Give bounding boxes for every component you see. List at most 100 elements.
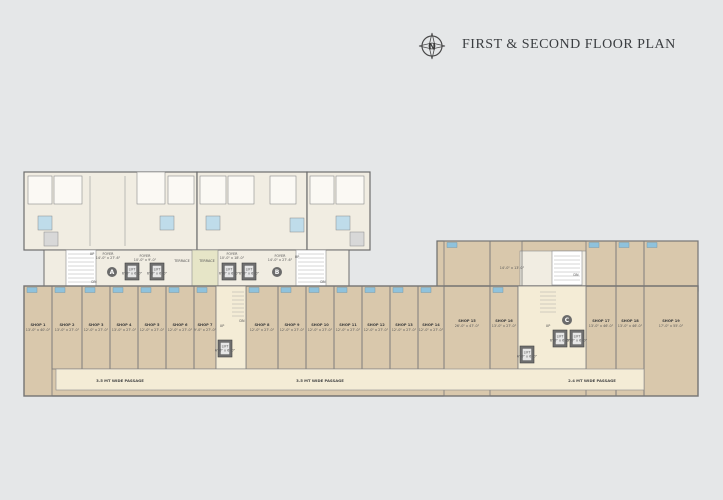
shop-size: 13'-0" x 46'-0" xyxy=(589,324,614,328)
core-letter: A xyxy=(110,269,115,276)
stair-dn-label: DN xyxy=(573,273,579,277)
stair-up-label: UP xyxy=(295,255,300,259)
page-title: FIRST & SECOND FLOOR PLAN xyxy=(462,37,676,52)
shop-name: SHOP 2 xyxy=(59,323,75,327)
shop-size: 12'-0" x 27'-0" xyxy=(336,328,361,332)
shop-size: 9'-0" x 27'-0" xyxy=(194,328,217,332)
plan-labels: SHOP 113'-0" x 40'-0"SHOP 213'-0" x 27'-… xyxy=(26,252,684,383)
shop-name: SHOP 14 xyxy=(422,323,440,327)
shop-size: 17'-0" x 55'-0" xyxy=(659,324,684,328)
lift-name: LIFT xyxy=(574,335,582,339)
shop-size: 12'-0" x 27'-0" xyxy=(364,328,389,332)
upper-block-left xyxy=(23,171,198,251)
window xyxy=(588,242,600,248)
terrace-label: TERRACE xyxy=(173,259,190,263)
shop-name: SHOP 16 xyxy=(495,319,513,323)
shop-size: 12'-0" x 27'-0" xyxy=(250,328,275,332)
foyer-name: FOYER xyxy=(102,252,114,256)
upper-block-right xyxy=(306,171,371,251)
core-badge xyxy=(107,267,117,277)
window xyxy=(26,287,38,293)
shop-name: SHOP 1 xyxy=(30,323,46,327)
terrace-area xyxy=(191,249,219,287)
shop-size: 13'-0" x 40'-0" xyxy=(26,328,51,332)
passage xyxy=(55,368,645,391)
shop-size: 13'-0" x 27'-0" xyxy=(112,328,137,332)
stairs-c xyxy=(551,250,583,286)
shop-size: 12'-0" x 27'-0" xyxy=(419,328,444,332)
window xyxy=(248,287,260,293)
shop-name: SHOP 19 xyxy=(662,319,680,323)
room xyxy=(489,240,523,287)
lift-size: 6'-0" x 6'-0" xyxy=(215,349,236,353)
window xyxy=(618,242,630,248)
foyer-name: FOYER xyxy=(139,254,151,258)
window xyxy=(308,287,320,293)
service-cores xyxy=(124,262,587,370)
shop-name: SHOP 9 xyxy=(284,323,300,327)
upper-block-middle xyxy=(196,171,308,251)
foyer-size: 10'-0" x 18'-0" xyxy=(220,256,245,260)
window xyxy=(446,242,458,248)
shop-size: 13'-0" x 46'-0" xyxy=(618,324,643,328)
window xyxy=(112,287,124,293)
stairs-right xyxy=(295,249,327,287)
stair-up-label: UP xyxy=(220,324,225,328)
lift-size: 6'-0" x 6'-0" xyxy=(219,272,240,276)
shop-name: SHOP 4 xyxy=(116,323,132,327)
stair-dn-label: DN xyxy=(91,280,97,284)
lift-size: 6'-0" x 6'-0" xyxy=(517,355,538,359)
stair-dn-label: DN xyxy=(239,319,245,323)
shop-size: 12'-0" x 27'-0" xyxy=(168,328,193,332)
lift-size: 6'-0" x 6'-0" xyxy=(122,272,143,276)
foyer-name: FOYER xyxy=(226,252,238,256)
lift-size: 6'-0" x 6'-0" xyxy=(239,272,260,276)
shop-name: SHOP 11 xyxy=(339,323,357,327)
foyer-size: 14'-0" x 27'-6" xyxy=(268,258,293,262)
shop-name: SHOP 13 xyxy=(395,323,413,327)
lift-name: LIFT xyxy=(222,345,230,349)
compass-letter: N xyxy=(428,43,436,53)
lift-name: LIFT xyxy=(154,268,162,272)
window xyxy=(84,287,96,293)
window xyxy=(168,287,180,293)
lift-size: 6'-0" x 6'-0" xyxy=(550,339,571,343)
lift-name: LIFT xyxy=(226,268,234,272)
shop-size: 12'-0" x 27'-0" xyxy=(140,328,165,332)
window xyxy=(196,287,208,293)
window xyxy=(492,287,504,293)
shop-size: 12'-0" x 27'-0" xyxy=(308,328,333,332)
core-letter: B xyxy=(275,269,280,276)
foyer-size: 14'-0" x 27'-6" xyxy=(96,256,121,260)
shop-size: 13'-0" x 27'-0" xyxy=(55,328,80,332)
room-size: 14'-0" x 13'-0" xyxy=(500,266,525,270)
shop-name: SHOP 7 xyxy=(197,323,213,327)
north-compass-icon: N xyxy=(418,32,446,60)
lift-name: LIFT xyxy=(246,268,254,272)
passage-label: 2.4 MT WIDE PASSAGE xyxy=(568,378,616,383)
stair-up-label: UP xyxy=(90,252,95,256)
window xyxy=(336,287,348,293)
shop-name: SHOP 17 xyxy=(592,319,610,323)
lift-size: 6'-0" x 6'-0" xyxy=(567,339,588,343)
core-badge xyxy=(562,315,572,325)
window xyxy=(140,287,152,293)
lift-name: LIFT xyxy=(557,335,565,339)
shop-name: SHOP 5 xyxy=(144,323,160,327)
core-letter: C xyxy=(565,317,570,324)
shop-name: SHOP 18 xyxy=(621,319,639,323)
window xyxy=(54,287,66,293)
shop-name: SHOP 6 xyxy=(172,323,188,327)
shop-size: 26'-0" x 47'-0" xyxy=(455,324,480,328)
shop-size: 12'-0" x 27'-0" xyxy=(280,328,305,332)
shop-unit xyxy=(643,240,699,397)
window xyxy=(392,287,404,293)
lift-name: LIFT xyxy=(524,351,532,355)
window xyxy=(364,287,376,293)
shop-name: SHOP 10 xyxy=(311,323,329,327)
shop-name: SHOP 15 xyxy=(458,319,476,323)
shop-name: SHOP 8 xyxy=(254,323,270,327)
window xyxy=(280,287,292,293)
shop-name: SHOP 3 xyxy=(88,323,104,327)
